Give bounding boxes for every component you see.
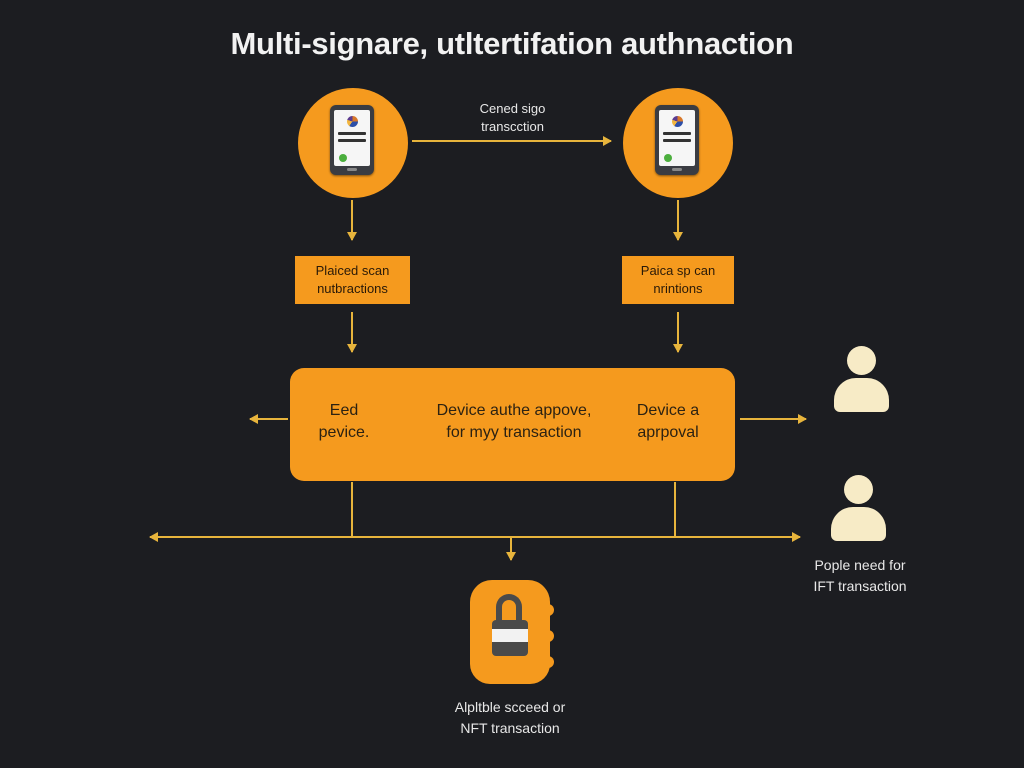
person-icon [832, 346, 892, 416]
people-caption: Pople need for IFT transaction [813, 557, 907, 594]
transaction-arrow-label: Cened sigo transcction [479, 101, 546, 134]
approval-box-left-text: Eed pevice. [318, 402, 370, 441]
person-icon [829, 475, 889, 545]
right-step-box: Paica sp can nrintions [622, 256, 734, 304]
approval-box: Eed pevice. Device authe appove, for myy… [290, 368, 735, 481]
approval-box-center-text: Device authe appove, for myy transaction [436, 402, 592, 441]
left-step-box: Plaiced scan nutbractions [295, 256, 410, 304]
lock-caption: Alpltble scceed or NFT transaction [454, 699, 566, 736]
right-phone-node [623, 88, 733, 198]
lock-icon [470, 580, 554, 684]
diagram-title: Multi-signare, utltertifation authnactio… [230, 26, 794, 61]
left-phone-node [298, 88, 408, 198]
approval-box-right-text: Device a aprpoval [636, 402, 700, 441]
phone-icon [330, 105, 374, 175]
phone-icon [655, 105, 699, 175]
